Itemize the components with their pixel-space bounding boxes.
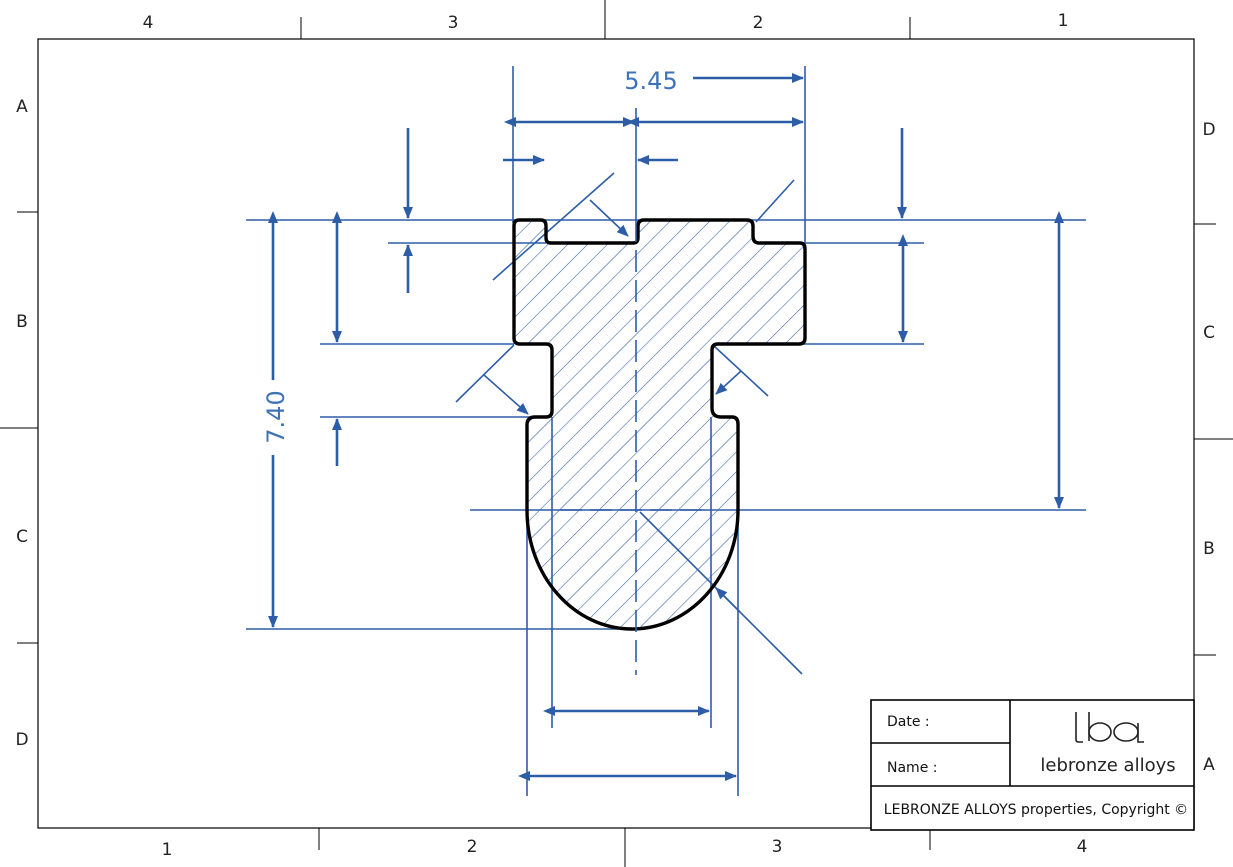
right-zone-labels: D C B A (1202, 120, 1215, 775)
bottom-zone-labels: 1 2 3 4 (162, 837, 1088, 860)
company-name: lebronze alloys (1040, 755, 1175, 776)
title-block: Date : Name : lba lebronze alloys LEBRON… (870, 699, 1195, 831)
right-zone-label: C (1203, 323, 1215, 343)
bottom-zone-label: 1 (162, 840, 173, 860)
right-zone-label: A (1203, 755, 1215, 775)
width-dimension-label: 5.45 (624, 67, 677, 95)
left-zone-label: A (16, 97, 28, 117)
center-lines (560, 220, 705, 675)
copyright-text: LEBRONZE ALLOYS properties, Copyright © (884, 802, 1188, 818)
lba-logo: lba (1075, 712, 1144, 743)
bottom-zone-label: 3 (772, 837, 783, 857)
name-label: Name : (887, 760, 937, 776)
date-label: Date : (887, 714, 930, 730)
top-zone-label: 1 (1058, 11, 1069, 31)
left-zone-labels: A B C D (15, 97, 28, 750)
left-zone-label: B (16, 312, 28, 332)
right-zone-label: B (1203, 539, 1215, 559)
height-dimension-label: 7.40 (262, 390, 290, 443)
right-zone-label: D (1202, 120, 1215, 140)
left-zone-label: C (16, 527, 28, 547)
top-zone-labels: 4 3 2 1 (143, 11, 1069, 33)
top-zone-label: 2 (753, 13, 764, 33)
top-zone-label: 3 (448, 13, 459, 33)
bottom-zone-label: 4 (1077, 837, 1088, 857)
left-zone-label: D (15, 730, 28, 750)
top-zone-label: 4 (143, 13, 154, 33)
profile-section (512, 218, 807, 631)
bottom-zone-label: 2 (467, 837, 478, 857)
dimension-arrows (268, 73, 1064, 781)
